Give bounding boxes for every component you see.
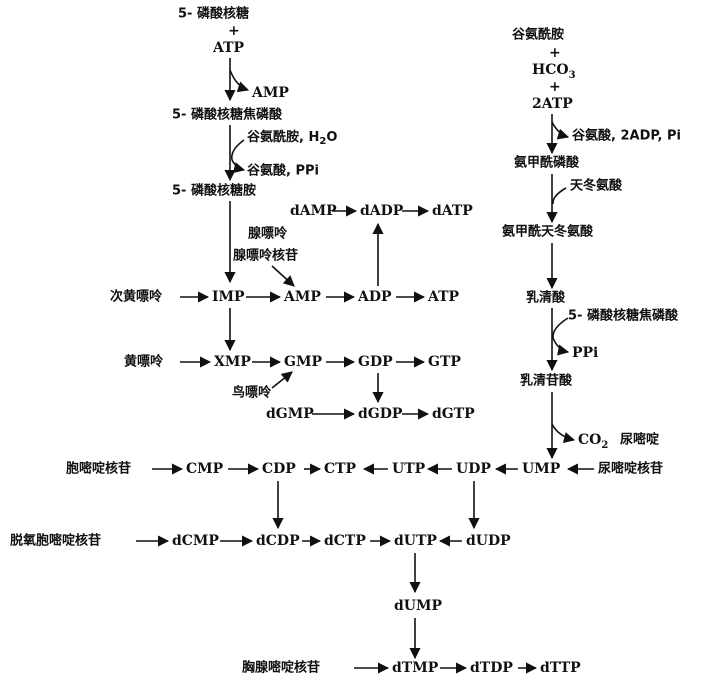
side-arrow-prpp-in [552,317,569,339]
dtmp-label: dTMP [392,660,439,676]
adenosine-label: 腺嘌呤核苷 [233,248,298,264]
gmp-label: GMP [284,354,322,370]
purine-pathway: 5- 磷酸核糖 + ATP AMP 5- 磷酸核糖焦磷酸 谷氨酰胺, H2O 谷… [110,6,475,423]
arrow-adenosine-to-amp [271,265,295,287]
plus-sign: + [549,79,561,95]
side-arrow-ppi-out [552,337,570,356]
plus-sign: + [228,23,240,39]
dttp-label: dTTP [540,660,581,676]
orotidylate-label: 乳清苷酸 [520,373,573,389]
hypoxanthine-label: 次黄嘌呤 [110,289,163,305]
pyrimidine-interconversion: 胞嘧啶核苷 CMP CDP CTP UTP UDP UMP 尿嘧啶核苷 脱氧胞嘧… [10,461,663,677]
atp-input-label: ATP [212,40,245,56]
xmp-label: XMP [214,354,251,370]
ump-label: UMP [522,461,561,477]
uracil-label: 尿嘧啶 [620,432,659,448]
dctp-label: dCTP [324,533,366,549]
two-atp-label: 2ATP [532,96,573,112]
bicarbonate-label: HCO3 [532,62,576,81]
side-arrow-glu-out [231,159,246,173]
cmp-label: CMP [186,461,224,477]
prpp-label-2: 5- 磷酸核糖焦磷酸 [568,308,679,324]
arrow-guanine-to-gmp [271,371,293,389]
ctp-label: CTP [324,461,357,477]
xanthine-label: 黄嘌呤 [124,354,164,370]
datp-label: dATP [432,203,473,219]
carbamoyl-aspartate-label: 氨甲酰天冬氨酸 [501,224,594,240]
guanine-label: 鸟嘌呤 [232,385,272,401]
ppi-label: PPi [572,345,598,361]
dudp-label: dUDP [466,533,511,549]
co2-label: CO2 [578,432,608,451]
damp-label: dAMP [290,203,337,219]
pyrimidine-de-novo-pathway: 谷氨酰胺 + HCO3 + 2ATP 谷氨酸, 2ADP, Pi 氨甲酰磷酸 天… [501,27,681,460]
dgdp-label: dGDP [358,406,403,422]
dgmp-label: dGMP [266,406,314,422]
dcmp-label: dCMP [172,533,219,549]
atp-label: ATP [427,289,460,305]
dutp-label: dUTP [394,533,437,549]
udp-label: UDP [456,461,491,477]
glutamine-label: 谷氨酰胺 [512,27,564,43]
side-arrow-asp-in [552,187,567,205]
uridine-label: 尿嘧啶核苷 [598,461,663,477]
side-arrow-gln-in [230,139,245,161]
side-arrow-amp [229,69,250,93]
dadp-label: dADP [360,203,404,219]
utp-label: UTP [392,461,426,477]
thymidine-label: 胸腺嘧啶核苷 [242,660,320,676]
dtdp-label: dTDP [470,660,513,676]
glutamine-water-label: 谷氨酰胺, H2O [247,129,337,148]
prpp-label: 5- 磷酸核糖焦磷酸 [172,107,283,123]
side-arrow-glu-adp [551,121,570,140]
side-arrow-co2 [551,423,576,443]
pra-label: 5- 磷酸核糖胺 [172,183,256,199]
amp-byproduct-label: AMP [251,85,289,101]
aspartate-label: 天冬氨酸 [570,178,623,194]
dcdp-label: dCDP [256,533,300,549]
imp-label: IMP [212,289,245,305]
orotate-label: 乳清酸 [526,290,566,306]
deoxycytidine-label: 脱氧胞嘧啶核苷 [10,533,101,549]
carbamoyl-phosphate-label: 氨甲酰磷酸 [513,155,580,171]
gdp-label: GDP [358,354,393,370]
glutamate-ppi-label: 谷氨酸, PPi [247,163,319,179]
cytidine-label: 胞嘧啶核苷 [65,461,131,477]
ribose-5-phosphate-label: 5- 磷酸核糖 [178,6,249,22]
adenine-label: 腺嘌呤 [248,226,288,242]
plus-sign: + [549,45,561,61]
dgtp-label: dGTP [432,406,475,422]
glutamate-adp-label: 谷氨酸, 2ADP, Pi [572,128,681,144]
adp-label: ADP [357,289,392,305]
dump-label: dUMP [394,598,442,614]
cdp-label: CDP [262,461,296,477]
amp-label: AMP [283,289,321,305]
gtp-label: GTP [428,354,461,370]
